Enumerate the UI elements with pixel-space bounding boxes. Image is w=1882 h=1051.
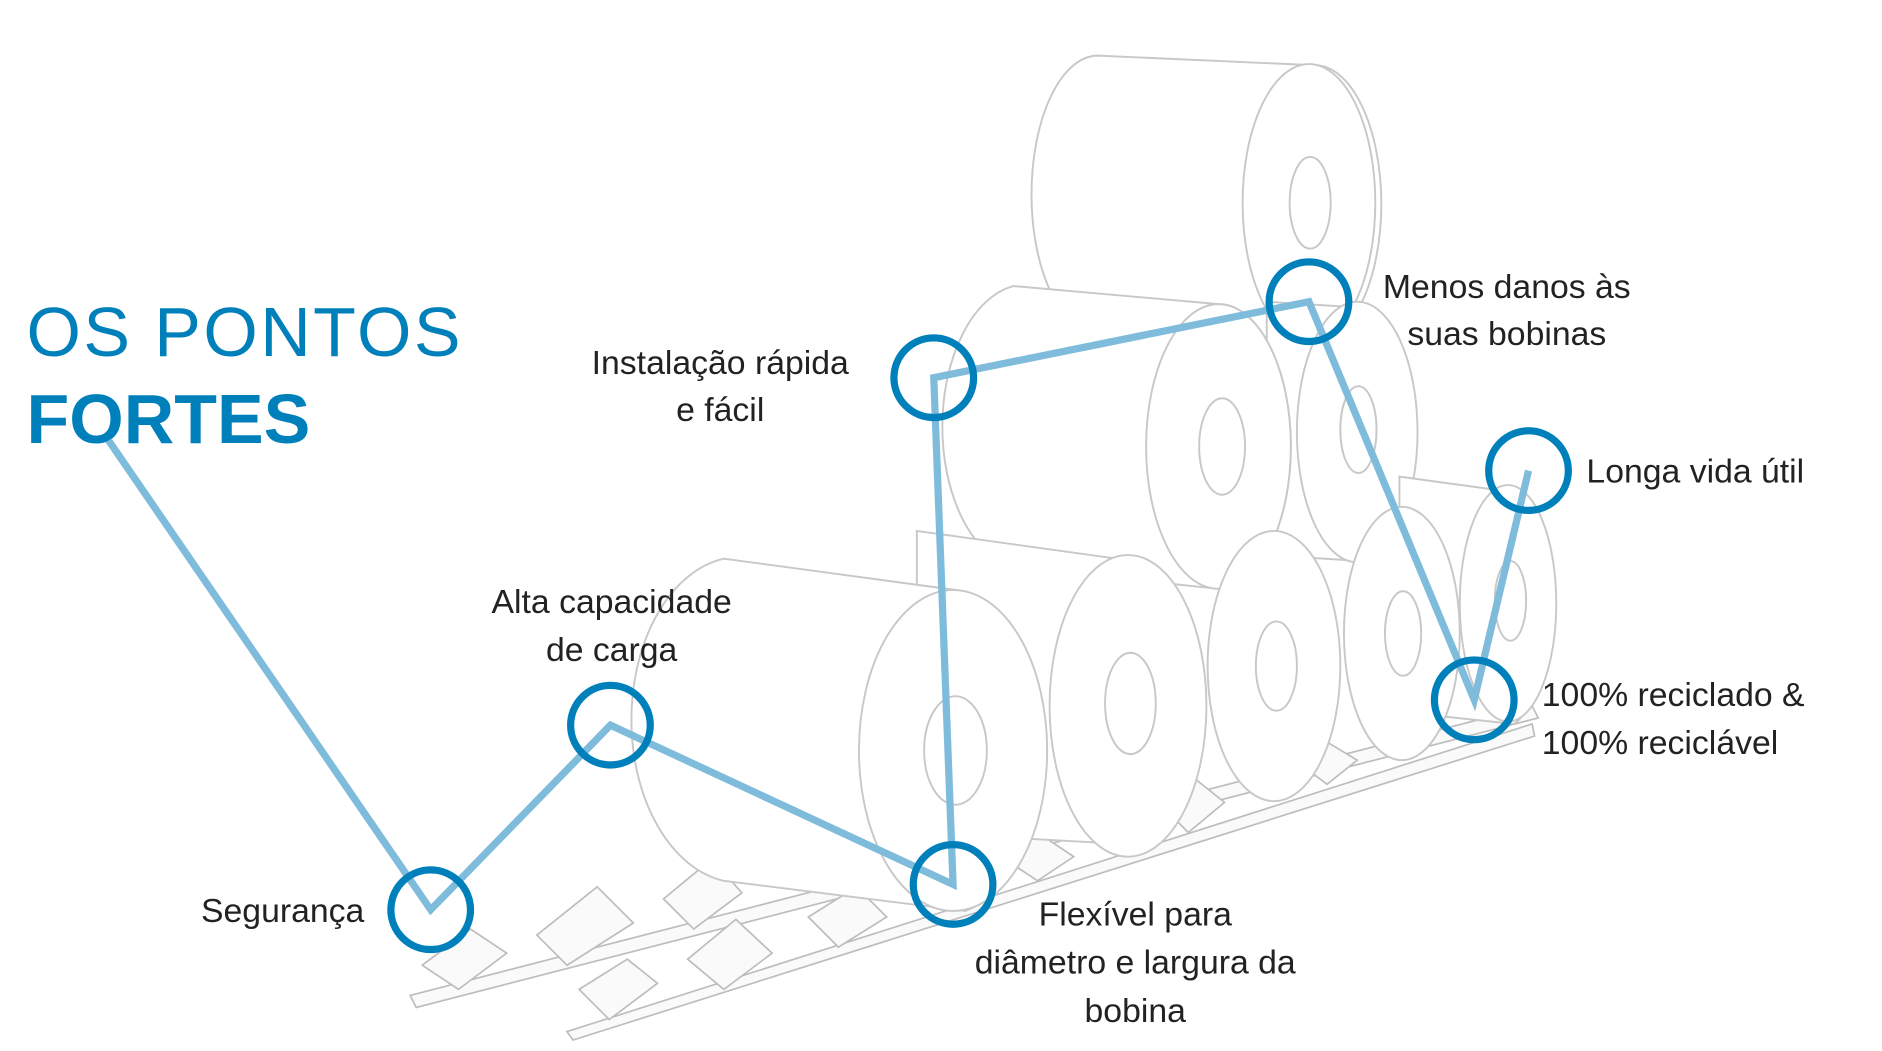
title: OS PONTOS FORTES bbox=[27, 293, 463, 458]
marker-alta-capacidade bbox=[567, 681, 654, 769]
marker-seguranca bbox=[387, 866, 475, 954]
label-reciclado-1: 100% reciclado & bbox=[1542, 676, 1805, 714]
feature-labels: Segurança Alta capacidade de carga Flexí… bbox=[201, 268, 1805, 1030]
marker-menos-danos bbox=[1265, 258, 1353, 346]
label-flexivel-3: bobina bbox=[1085, 992, 1187, 1030]
marker-instalacao bbox=[890, 334, 978, 422]
title-line-2: FORTES bbox=[27, 380, 311, 458]
marker-flexivel bbox=[909, 840, 997, 928]
marker-reciclado bbox=[1430, 656, 1518, 744]
label-longa-vida: Longa vida útil bbox=[1586, 453, 1804, 491]
label-menos-danos-1: Menos danos às bbox=[1383, 268, 1631, 306]
label-reciclado-2: 100% reciclável bbox=[1542, 724, 1778, 762]
label-flexivel-1: Flexível para bbox=[1039, 895, 1233, 933]
roll-illustration bbox=[408, 54, 1558, 1042]
title-line-1: OS PONTOS bbox=[27, 293, 463, 371]
feature-markers bbox=[387, 258, 1572, 954]
marker-longa-vida bbox=[1485, 427, 1572, 515]
label-instalacao-2: e fácil bbox=[676, 391, 764, 429]
label-alta-capacidade-1: Alta capacidade bbox=[492, 583, 732, 621]
label-menos-danos-2: suas bobinas bbox=[1407, 315, 1606, 353]
label-seguranca: Segurança bbox=[201, 892, 365, 930]
label-flexivel-2: diâmetro e largura da bbox=[975, 944, 1296, 982]
label-instalacao-1: Instalação rápida bbox=[592, 344, 849, 382]
label-alta-capacidade-2: de carga bbox=[546, 631, 678, 669]
